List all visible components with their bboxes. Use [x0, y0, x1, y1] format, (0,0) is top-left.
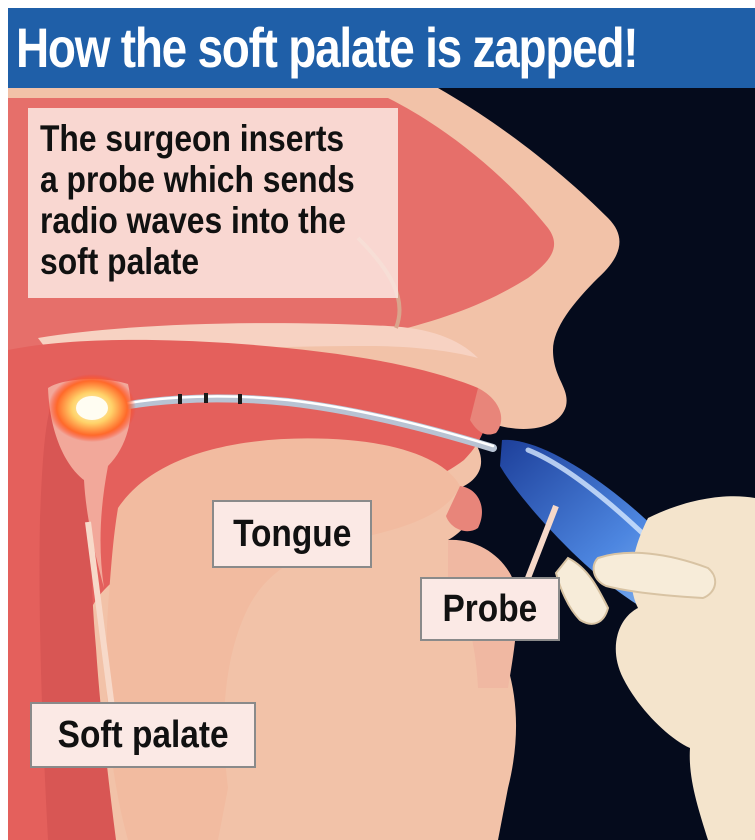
- intro-line: soft palate: [40, 241, 338, 282]
- probe-label-text: Probe: [443, 588, 538, 631]
- intro-line: radio waves into the: [40, 200, 338, 241]
- intro-callout: The surgeon inserts a probe which sends …: [28, 108, 398, 298]
- title-bar: How the soft palate is zapped!: [8, 8, 755, 88]
- tongue-label: Tongue: [212, 500, 372, 568]
- page-title: How the soft palate is zapped!: [16, 20, 637, 76]
- heat-core: [76, 396, 108, 420]
- probe-label: Probe: [420, 577, 560, 641]
- intro-line: a probe which sends: [40, 159, 338, 200]
- tongue-label-text: Tongue: [233, 513, 351, 556]
- soft-palate-label-text: Soft palate: [58, 714, 229, 757]
- intro-line: The surgeon inserts: [40, 118, 338, 159]
- soft-palate-label: Soft palate: [30, 702, 256, 768]
